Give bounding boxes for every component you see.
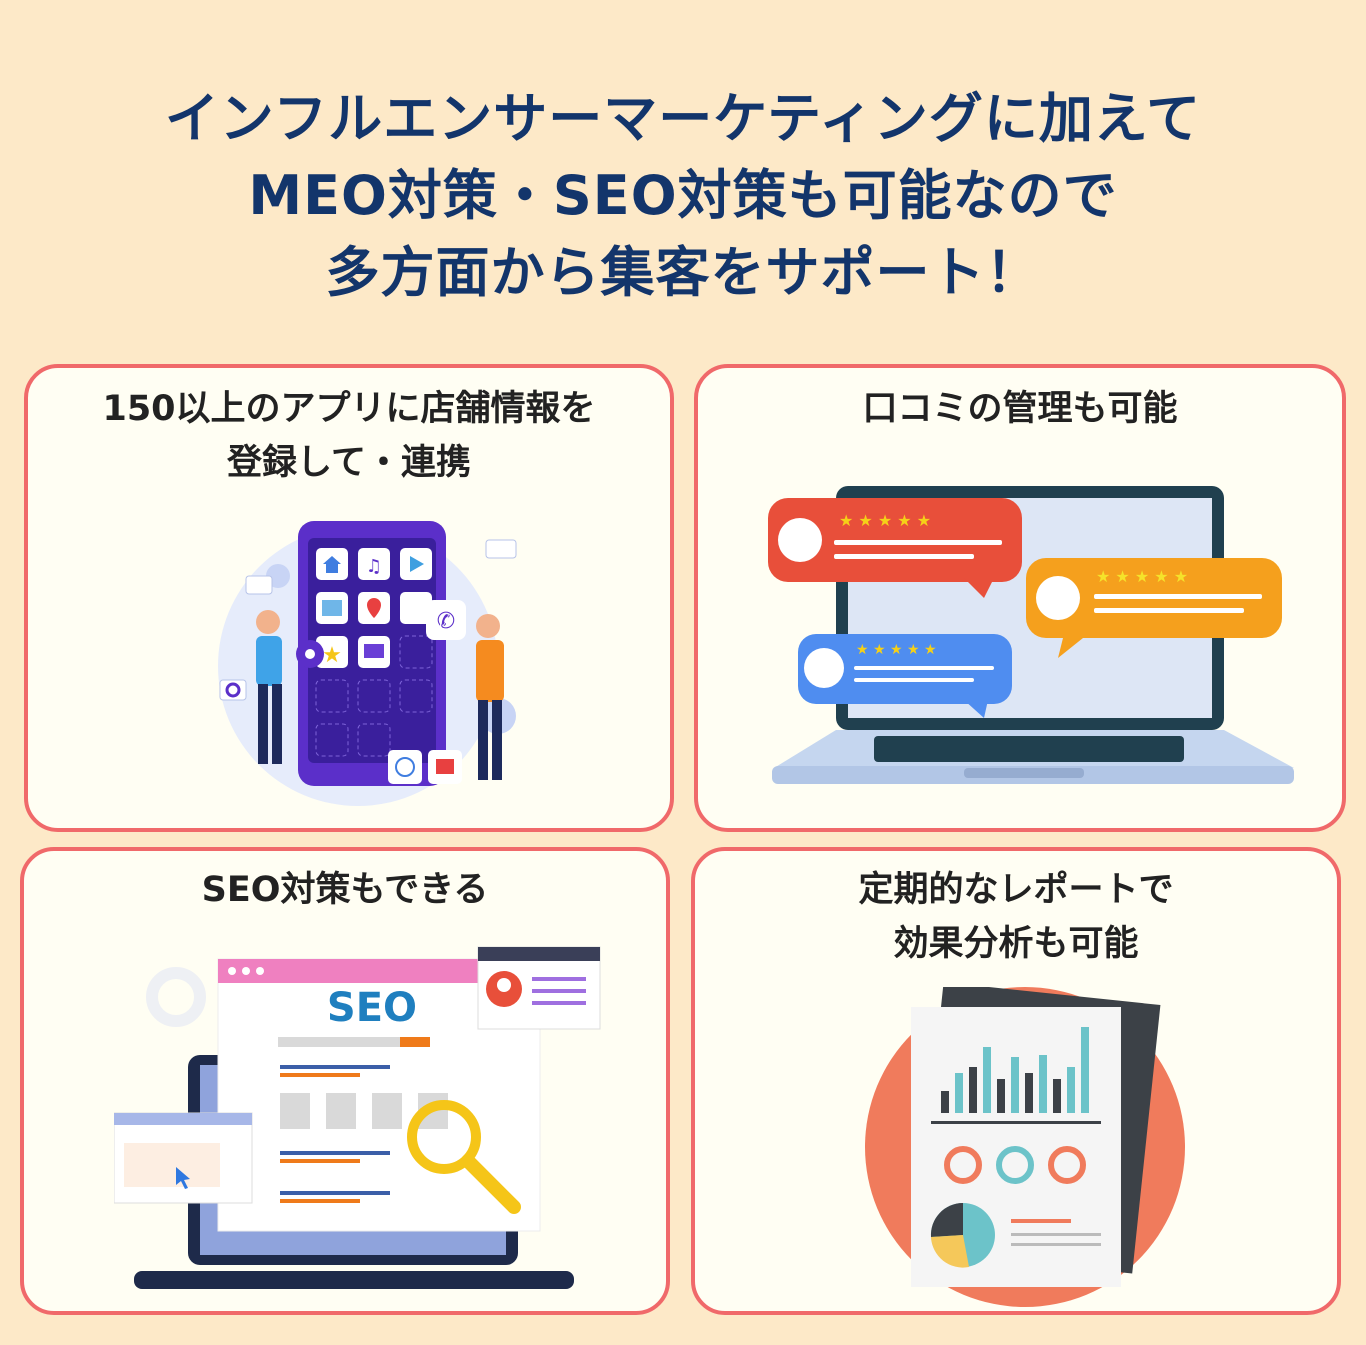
headline-line-1: インフルエンサーマーケティングに加えて <box>164 87 1202 150</box>
cursor-icon <box>176 1167 190 1189</box>
card-title-line-2: 効果分析も可能 <box>893 924 1139 964</box>
star-rating-icon: ★ ★ ★ ★ ★ <box>1096 567 1188 586</box>
reviewer-avatar <box>1036 576 1080 620</box>
card-review-management: 口コミの管理も可能 ★ ★ ★ ★ ★ ★ ★ ★ ★ ★ ★ ★ ★ ★ ★ <box>694 364 1346 832</box>
report-analysis-illustration <box>865 987 1185 1307</box>
seo-illustration: SEO <box>114 946 601 1289</box>
globe-icon <box>395 757 415 777</box>
mail-icon <box>364 644 384 658</box>
headline-line-3: 多方面から集客をサポート！ <box>325 241 1041 304</box>
card-title-line-1: SEO対策もできる <box>201 870 489 910</box>
star-rating-icon: ★ ★ ★ ★ ★ <box>839 511 931 530</box>
card-reporting: 定期的なレポートで 効果分析も可能 <box>691 847 1341 1315</box>
card-app-registration: 150以上のアプリに店舗情報を 登録して・連携 ♫ ★ ✆ <box>24 364 674 832</box>
location-pin-icon <box>367 598 381 618</box>
play-icon <box>410 556 424 572</box>
star-rating-icon: ★ ★ ★ ★ ★ <box>856 642 937 658</box>
card-title-line-1: 定期的なレポートで <box>858 870 1174 910</box>
headline-line-2: MEO対策・SEO対策も可能なので <box>248 164 1118 227</box>
magnifier-icon <box>407 1100 481 1174</box>
music-icon: ♫ <box>366 556 382 577</box>
phone-icon: ✆ <box>437 609 455 634</box>
reviewer-avatar <box>778 518 822 562</box>
seo-logo-text: SEO <box>327 985 417 1031</box>
home-icon <box>323 556 341 573</box>
laptop-reviews-illustration: ★ ★ ★ ★ ★ ★ ★ ★ ★ ★ ★ ★ ★ ★ ★ <box>768 486 1294 784</box>
card-title-line-2: 登録して・連携 <box>227 443 471 483</box>
image-icon <box>436 759 454 774</box>
chart-ring-icon <box>225 682 241 698</box>
card-title-line-1: 150以上のアプリに店舗情報を <box>102 389 596 429</box>
app-integration-illustration: ♫ ★ ✆ <box>218 521 517 806</box>
headline: インフルエンサーマーケティングに加えて MEO対策・SEO対策も可能なので 多方… <box>0 80 1366 311</box>
star-icon: ★ <box>322 643 342 668</box>
reviewer-avatar <box>804 648 844 688</box>
card-title-line-1: 口コミの管理も可能 <box>862 389 1178 429</box>
image-icon <box>322 600 342 616</box>
bar-chart-graphic <box>941 1027 1089 1113</box>
card-seo: SEO対策もできる SEO <box>20 847 670 1315</box>
